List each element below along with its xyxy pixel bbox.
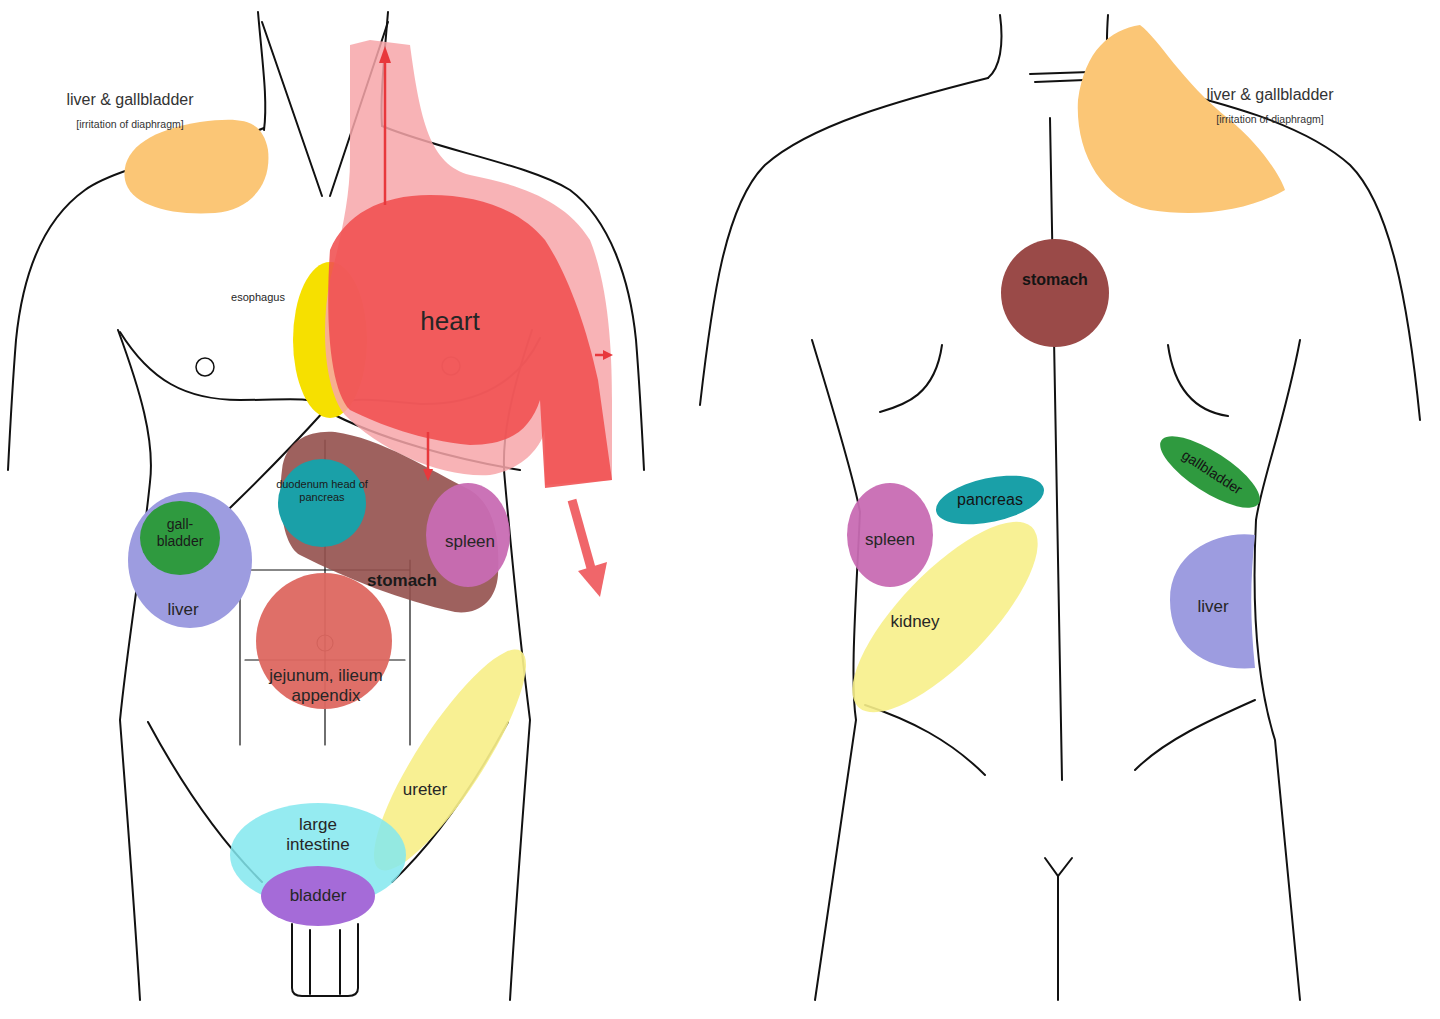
area-fill xyxy=(230,803,406,907)
organ-label: ureter xyxy=(380,780,470,800)
organ-label: kidney xyxy=(870,612,960,632)
area-fill xyxy=(932,467,1049,533)
referred-pain-area: pancreas xyxy=(932,474,1050,528)
organ-label: large intestine xyxy=(272,815,364,856)
referred-pain-area: stomach xyxy=(1000,238,1110,348)
shoulder-blade-line xyxy=(880,345,1228,416)
referred-pain-area: spleen xyxy=(846,482,934,588)
organ-label: duodenum head of pancreas xyxy=(266,478,378,504)
organ-label: liver & gallbladder xyxy=(1175,85,1365,104)
spine-line xyxy=(1050,118,1062,780)
organ-label: liver xyxy=(138,600,228,620)
radiation-arrow xyxy=(595,354,604,357)
arrow-head xyxy=(423,469,433,481)
referred-pain-area: duodenum head of pancreas xyxy=(278,459,366,547)
organ-label: liver & gallbladder xyxy=(35,90,225,109)
referred-pain-area: gall- bladder xyxy=(138,500,224,578)
referred-pain-area: kidney xyxy=(850,520,1042,716)
organ-label: pancreas xyxy=(940,490,1040,509)
gluteal-line xyxy=(1045,858,1072,1000)
referred-pain-area: liver xyxy=(1165,528,1260,675)
radiation-arrow xyxy=(572,500,591,568)
torso-line xyxy=(1255,340,1300,1000)
radiation-arrow xyxy=(384,62,387,205)
lower-back-line xyxy=(865,700,1255,775)
organ-label: stomach xyxy=(1005,270,1105,289)
area-shape xyxy=(850,520,1042,716)
referred-pain-area: jejunum, ilieum appendix xyxy=(255,572,393,710)
referred-pain-area: gallbladder xyxy=(1148,428,1272,518)
referred-pain-area: liver & gallbladder [irritation of diaphr… xyxy=(1072,22,1367,220)
referred-pain-area: bladder xyxy=(261,865,375,927)
arrow-head xyxy=(578,562,607,597)
arrow-head xyxy=(603,350,613,360)
referred-pain-area: liver & gallbladder[irritation of diaphr… xyxy=(40,85,272,220)
nipple xyxy=(196,358,214,376)
torso-line xyxy=(812,340,860,1000)
organ-label: [irritation of diaphragm] xyxy=(1175,113,1365,126)
arrow-head xyxy=(379,46,391,63)
organ-label: stomach xyxy=(347,571,457,591)
area-fill xyxy=(261,866,375,926)
organ-label: spleen xyxy=(425,532,515,552)
organ-label: bladder xyxy=(268,886,368,906)
area-shape xyxy=(318,38,618,493)
referred-pain-area: heart xyxy=(318,38,618,493)
area-fill xyxy=(1150,424,1269,521)
referred-pain-area: spleen xyxy=(426,483,510,587)
organ-label: [irritation of diaphragm] xyxy=(35,118,225,131)
area-shape xyxy=(1000,238,1110,348)
area-fill xyxy=(128,492,252,628)
organ-label: gall- bladder xyxy=(149,516,211,550)
organ-label: gallbladder xyxy=(1161,435,1262,509)
genital-outline xyxy=(292,924,358,996)
area-fill xyxy=(826,496,1064,738)
organ-label: esophagus xyxy=(219,291,297,304)
organ-label: spleen xyxy=(845,530,935,550)
area-fill xyxy=(140,501,220,575)
shoulder-line xyxy=(700,78,988,405)
area-fill xyxy=(1001,239,1109,347)
area-fill xyxy=(124,120,268,214)
organ-label: liver xyxy=(1168,597,1258,617)
radiation-arrow xyxy=(427,432,430,470)
organ-label: heart xyxy=(390,306,510,337)
organ-label: jejunum, ilieum appendix xyxy=(246,666,406,707)
torso-line xyxy=(118,330,151,1000)
